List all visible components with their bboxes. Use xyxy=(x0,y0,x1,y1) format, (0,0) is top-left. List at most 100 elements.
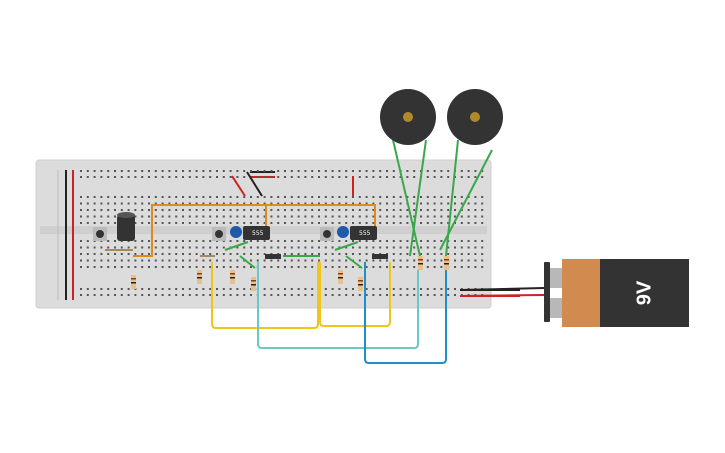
breadboard-hole[interactable] xyxy=(447,176,450,178)
breadboard-hole[interactable] xyxy=(352,288,354,290)
breadboard-hole[interactable] xyxy=(161,294,164,296)
breadboard-hole[interactable] xyxy=(134,209,137,211)
breadboard-hole[interactable] xyxy=(358,259,361,262)
breadboard-hole[interactable] xyxy=(250,209,252,211)
breadboard-hole[interactable] xyxy=(290,240,293,242)
breadboard-hole[interactable] xyxy=(141,240,144,242)
breadboard-hole[interactable] xyxy=(263,240,266,242)
breadboard-hole[interactable] xyxy=(107,209,110,211)
breadboard-hole[interactable] xyxy=(209,240,212,242)
breadboard-hole[interactable] xyxy=(107,170,110,172)
breadboard-hole[interactable] xyxy=(447,294,450,296)
breadboard-hole[interactable] xyxy=(379,246,382,249)
breadboard-hole[interactable] xyxy=(372,266,375,268)
breadboard-hole[interactable] xyxy=(311,196,314,198)
breadboard-hole[interactable] xyxy=(148,288,150,290)
breadboard-hole[interactable] xyxy=(243,202,246,205)
breadboard-hole[interactable] xyxy=(209,202,212,205)
breadboard-hole[interactable] xyxy=(352,222,354,224)
breadboard-hole[interactable] xyxy=(134,259,137,262)
breadboard-hole[interactable] xyxy=(161,170,164,172)
breadboard-hole[interactable] xyxy=(256,259,259,262)
breadboard-hole[interactable] xyxy=(263,288,266,290)
breadboard-hole[interactable] xyxy=(256,222,259,224)
breadboard-hole[interactable] xyxy=(481,196,484,198)
breadboard-hole[interactable] xyxy=(447,246,450,249)
breadboard-hole[interactable] xyxy=(420,215,422,218)
breadboard-hole[interactable] xyxy=(188,215,191,218)
breadboard-hole[interactable] xyxy=(406,266,409,268)
breadboard-hole[interactable] xyxy=(345,215,348,218)
breadboard-hole[interactable] xyxy=(331,294,334,296)
breadboard-hole[interactable] xyxy=(209,266,212,268)
breadboard-hole[interactable] xyxy=(358,240,361,242)
breadboard-hole[interactable] xyxy=(372,259,375,262)
breadboard-hole[interactable] xyxy=(250,253,252,255)
breadboard-hole[interactable] xyxy=(304,209,307,211)
breadboard-hole[interactable] xyxy=(148,259,150,262)
breadboard-hole[interactable] xyxy=(182,253,184,255)
breadboard-hole[interactable] xyxy=(420,209,422,211)
breadboard-hole[interactable] xyxy=(270,259,273,262)
breadboard-hole[interactable] xyxy=(392,288,395,290)
breadboard-hole[interactable] xyxy=(352,246,354,249)
breadboard-hole[interactable] xyxy=(284,288,286,290)
breadboard-hole[interactable] xyxy=(270,240,273,242)
breadboard-hole[interactable] xyxy=(80,288,82,290)
breadboard-hole[interactable] xyxy=(182,246,184,249)
breadboard-hole[interactable] xyxy=(481,202,484,205)
breadboard-hole[interactable] xyxy=(141,222,144,224)
breadboard-hole[interactable] xyxy=(134,176,137,178)
resistor-4-icon[interactable] xyxy=(251,277,256,291)
breadboard-hole[interactable] xyxy=(345,266,348,268)
breadboard-hole[interactable] xyxy=(379,222,382,224)
breadboard-hole[interactable] xyxy=(358,294,361,296)
breadboard-hole[interactable] xyxy=(365,215,368,218)
breadboard-hole[interactable] xyxy=(195,294,198,296)
breadboard-hole[interactable] xyxy=(93,170,96,172)
breadboard-hole[interactable] xyxy=(358,176,361,178)
breadboard-hole[interactable] xyxy=(93,196,96,198)
pushbutton-1-icon[interactable] xyxy=(93,227,107,241)
breadboard-hole[interactable] xyxy=(392,253,395,255)
breadboard-hole[interactable] xyxy=(80,222,82,224)
breadboard-hole[interactable] xyxy=(474,240,477,242)
breadboard-hole[interactable] xyxy=(114,176,116,178)
breadboard-hole[interactable] xyxy=(474,209,477,211)
breadboard-hole[interactable] xyxy=(86,294,89,296)
breadboard-hole[interactable] xyxy=(297,259,300,262)
breadboard-hole[interactable] xyxy=(352,240,354,242)
breadboard-hole[interactable] xyxy=(311,202,314,205)
breadboard-hole[interactable] xyxy=(202,266,205,268)
breadboard-hole[interactable] xyxy=(311,215,314,218)
breadboard-hole[interactable] xyxy=(290,196,293,198)
breadboard-hole[interactable] xyxy=(433,240,436,242)
breadboard-hole[interactable] xyxy=(426,209,429,211)
battery-wire-black[interactable] xyxy=(459,287,545,291)
breadboard-hole[interactable] xyxy=(107,222,110,224)
breadboard-hole[interactable] xyxy=(277,288,280,290)
resistor-2-icon[interactable] xyxy=(197,270,202,284)
breadboard-hole[interactable] xyxy=(467,240,470,242)
breadboard-hole[interactable] xyxy=(331,266,334,268)
breadboard-hole[interactable] xyxy=(481,240,484,242)
breadboard-hole[interactable] xyxy=(447,170,450,172)
breadboard-hole[interactable] xyxy=(426,246,429,249)
breadboard-hole[interactable] xyxy=(188,196,191,198)
breadboard-hole[interactable] xyxy=(168,215,171,218)
breadboard-hole[interactable] xyxy=(256,240,259,242)
breadboard-hole[interactable] xyxy=(406,288,409,290)
breadboard-hole[interactable] xyxy=(175,215,178,218)
breadboard-hole[interactable] xyxy=(433,253,436,255)
breadboard-hole[interactable] xyxy=(454,259,456,262)
breadboard-hole[interactable] xyxy=(134,266,137,268)
breadboard-hole[interactable] xyxy=(222,202,225,205)
breadboard-hole[interactable] xyxy=(93,222,96,224)
breadboard-hole[interactable] xyxy=(120,196,123,198)
breadboard-hole[interactable] xyxy=(86,209,89,211)
breadboard-hole[interactable] xyxy=(345,240,348,242)
breadboard-hole[interactable] xyxy=(154,240,157,242)
breadboard-hole[interactable] xyxy=(467,202,470,205)
breadboard-hole[interactable] xyxy=(107,240,110,242)
battery-9v[interactable]: 9V xyxy=(544,259,689,327)
